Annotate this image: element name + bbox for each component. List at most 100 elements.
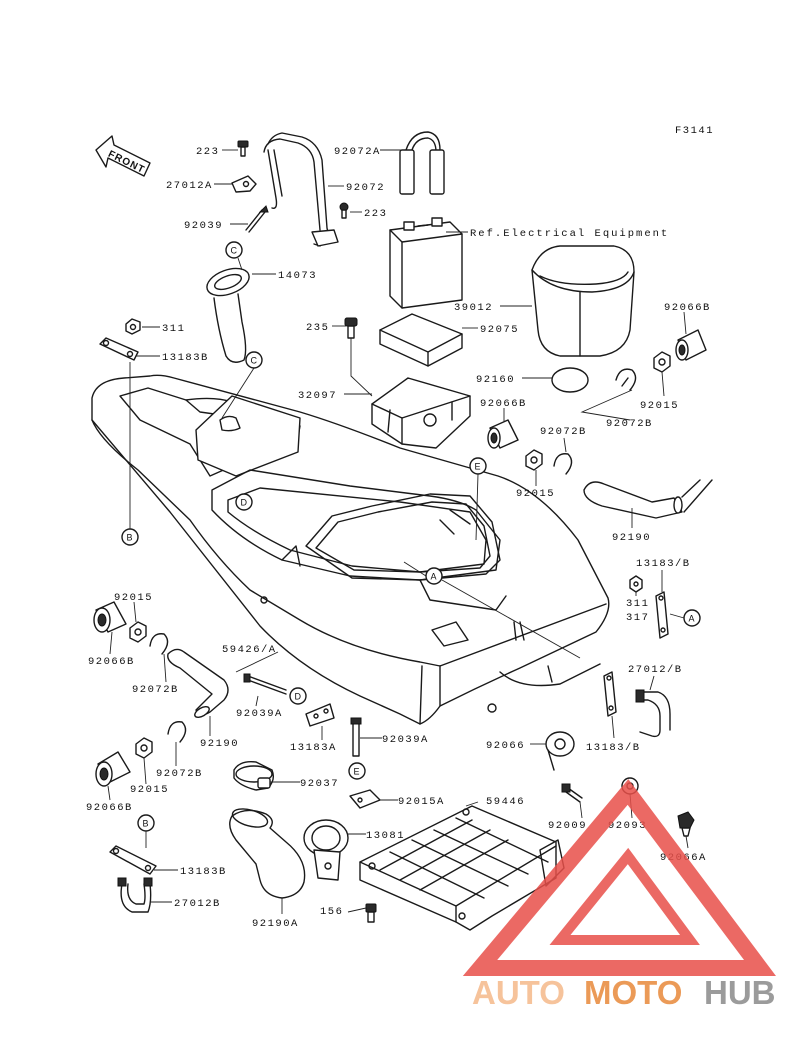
clamp-92072B-lower-left-icon: [167, 721, 187, 743]
mount-13081-icon: [303, 819, 349, 881]
fitting-92066B-left-icon: [93, 601, 127, 633]
callout-e-mid: E: [348, 762, 366, 780]
bracket-27012A-icon: [231, 175, 257, 193]
label-92066B-left: 92066B: [88, 656, 135, 668]
svg-text:D: D: [241, 498, 248, 508]
battery-icon: [389, 217, 463, 309]
label-39012: 39012: [454, 302, 493, 314]
bolt-223-right-icon: [339, 202, 349, 219]
ubolt-27012B-right-icon: [635, 689, 671, 738]
nut-92015-right-icon: [653, 351, 671, 373]
nut-92015-lower-left-icon: [135, 737, 153, 759]
label-92066: 92066: [486, 740, 525, 752]
bolt-92039A-left-icon: [243, 673, 287, 695]
plate-13183B-top-icon: [99, 337, 139, 361]
label-92066B-lower-left: 92066B: [86, 802, 133, 814]
label-223-right: 223: [364, 208, 387, 220]
front-arrow-icon: FRONT: [95, 135, 151, 177]
battery-case-39012-icon: [531, 245, 635, 357]
label-13183A: 13183A: [290, 742, 337, 754]
label-92037: 92037: [300, 778, 339, 790]
label-59426A: 59426/A: [222, 644, 277, 656]
label-223-top: 223: [196, 146, 219, 158]
callout-b-lower: B: [137, 814, 155, 832]
bolt-223-top-icon: [237, 140, 249, 157]
label-13183B-right: 13183/B: [636, 558, 691, 570]
label-92015-mid: 92015: [516, 488, 555, 500]
label-92072B-left: 92072B: [132, 684, 179, 696]
label-92190: 92190: [612, 532, 651, 544]
label-27012B-right: 27012/B: [628, 664, 683, 676]
label-59446: 59446: [486, 796, 525, 808]
label-92093: 92093: [608, 820, 647, 832]
svg-text:A: A: [431, 572, 437, 582]
label-13183B-lower: 13183/B: [586, 742, 641, 754]
label-92039: 92039: [184, 220, 223, 232]
grille-59446-icon: [359, 805, 565, 931]
nut-311-top-icon: [125, 318, 141, 335]
label-92015-right: 92015: [640, 400, 679, 412]
label-32097: 32097: [298, 390, 337, 402]
clamp-92072B-mid-icon: [553, 453, 573, 475]
plug-92066A-icon: [677, 811, 695, 837]
clamp-92037-icon: [233, 760, 275, 791]
plate-13183B-right-icon: [655, 591, 669, 639]
plate-92015A-icon: [349, 789, 381, 809]
fitting-92066B-mid-icon: [487, 419, 519, 449]
callout-d-left: D: [289, 687, 307, 705]
inlet-92066-icon: [545, 731, 575, 771]
hose-14073-icon: [206, 267, 250, 363]
watermark-hub: HUB: [704, 974, 776, 1011]
label-92075: 92075: [480, 324, 519, 336]
plate-13183B-lower-icon: [603, 671, 617, 717]
label-13183B-top: 13183B: [162, 352, 209, 364]
callout-e-hull: E: [469, 457, 487, 475]
svg-text:B: B: [143, 819, 149, 829]
nut-92015-mid-icon: [525, 449, 543, 471]
label-14073: 14073: [278, 270, 317, 282]
label-92190A: 92190A: [252, 918, 299, 930]
nut-311-right-icon: [629, 575, 643, 593]
label-92072B-lower-left: 92072B: [156, 768, 203, 780]
callout-b-left: B: [121, 528, 139, 546]
watermark-auto: AUTO: [472, 974, 565, 1011]
label-311-top: 311: [162, 323, 185, 335]
svg-text:C: C: [231, 246, 238, 256]
label-92066B-right: 92066B: [664, 302, 711, 314]
part-labels: 223 27012A 92072A 92072 223 92039 Ref.El…: [86, 146, 711, 930]
callout-c-top: C: [225, 241, 243, 259]
bolt-92039-icon: [245, 205, 269, 233]
bolt-92039A-mid-icon: [350, 717, 362, 757]
watermark-logo: AUTO MOTO HUB: [462, 779, 776, 1011]
svg-text:D: D: [295, 692, 302, 702]
bolt-235-icon: [344, 317, 358, 339]
strap-92072A-icon: [399, 131, 445, 195]
hose-92190A-icon: [229, 808, 306, 899]
bracket-32097-icon: [371, 377, 471, 449]
tray-92075-icon: [379, 313, 463, 367]
label-92015-left: 92015: [114, 592, 153, 604]
label-92039A-left: 92039A: [236, 708, 283, 720]
label-13183B-bottom: 13183B: [180, 866, 227, 878]
clamp-92072B-right-icon: [615, 368, 637, 391]
label-92072A: 92072A: [334, 146, 381, 158]
label-235: 235: [306, 322, 329, 334]
callout-c-hull: C: [245, 351, 263, 369]
bolt-92009-icon: [561, 783, 583, 803]
figure-code: F3141: [675, 125, 714, 137]
label-92039A-mid: 92039A: [382, 734, 429, 746]
label-92066B-mid: 92066B: [480, 398, 527, 410]
svg-text:E: E: [354, 767, 360, 777]
svg-text:E: E: [475, 462, 481, 472]
hull-body-icon: [91, 374, 610, 725]
svg-text:A: A: [689, 614, 695, 624]
label-311-right: 311: [626, 598, 649, 610]
strap-92072-icon: [263, 132, 339, 247]
label-92015A: 92015A: [398, 796, 445, 808]
label-92072B-mid: 92072B: [540, 426, 587, 438]
label-156: 156: [320, 906, 343, 918]
clamp-92072B-left-icon: [149, 633, 169, 655]
label-27012A: 27012A: [166, 180, 213, 192]
svg-text:C: C: [251, 356, 258, 366]
bolt-156-icon: [365, 903, 377, 923]
